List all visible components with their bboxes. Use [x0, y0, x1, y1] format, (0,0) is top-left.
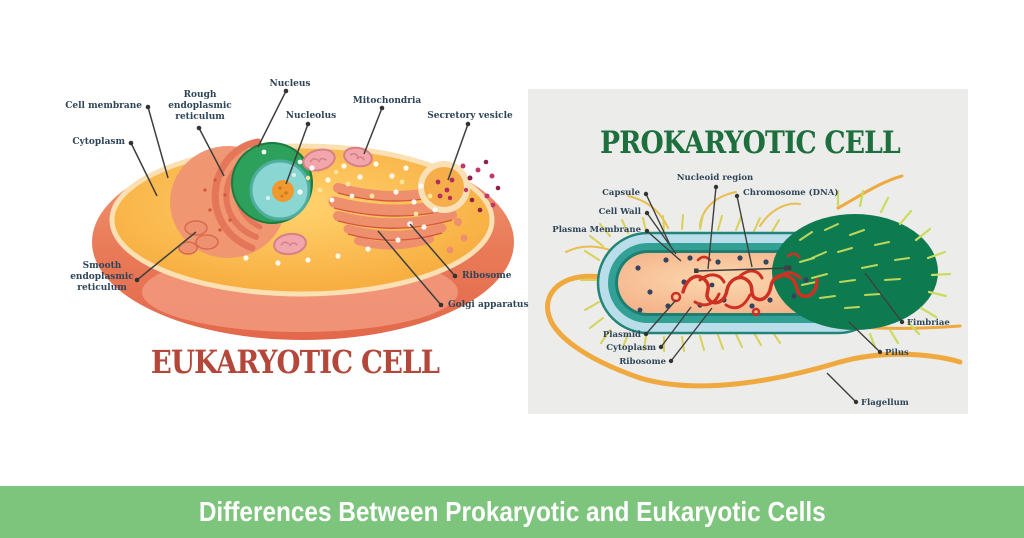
smooth-er-organelle: [178, 220, 219, 255]
fimbria-filament: [836, 174, 904, 210]
label-nucleus: Nucleus: [269, 79, 311, 89]
label-cell-membrane: Cell membrane: [65, 101, 142, 111]
secretory-vesicle-organelle: [418, 161, 470, 213]
label-fimbriae: Fimbriae: [907, 318, 950, 328]
label-plasma-membrane: Plasma Membrane: [552, 225, 641, 235]
prokaryotic-title: PROKARYOTIC CELL: [600, 125, 901, 161]
nucleolus-organelle: [272, 180, 294, 202]
label-mitochondria: Mitochondria: [352, 96, 422, 106]
nucleoid-bracket: [694, 265, 792, 273]
label-ribosome-pro: Ribosome: [619, 357, 666, 367]
eukaryotic-title: EUKARYOTIC CELL: [150, 343, 440, 381]
caption-banner: Differences Between Prokaryotic and Euka…: [0, 486, 1024, 538]
mitochondrion: [273, 232, 307, 256]
label-ribosome: Ribosome: [462, 271, 512, 281]
eukaryotic-leader-lines: [128, 88, 471, 308]
label-flagellum: Flagellum: [861, 398, 909, 408]
label-cytoplasm: Cytoplasm: [72, 137, 125, 147]
mitochondrion: [302, 148, 336, 172]
prokaryotic-cell-drawing: [545, 174, 963, 405]
flagellum-filament: [545, 273, 963, 389]
label-capsule: Capsule: [602, 188, 640, 198]
label-cytoplasm-pro: Cytoplasm: [606, 343, 656, 353]
label-pilus: Pilus: [885, 348, 909, 358]
label-smooth-er: Smooth endoplasmic reticulum: [70, 261, 134, 293]
nucleus-organelle: [231, 142, 313, 224]
label-secretory-vesicle: Secretory vesicle: [427, 111, 513, 121]
prokaryotic-leader-lines: [643, 184, 905, 405]
label-nucleolus: Nucleolus: [285, 111, 337, 121]
label-chromosome-dna: Chromosome (DNA): [743, 188, 839, 198]
capsule-spikes: [580, 214, 781, 352]
label-cell-wall: Cell Wall: [598, 207, 641, 217]
bacterium-head: [772, 189, 952, 349]
label-rough-er: Rough endoplasmic reticulum: [168, 90, 232, 122]
secreted-particles: [460, 159, 501, 213]
head-spikes: [836, 189, 952, 349]
chromosome-dna-squiggle: [681, 269, 819, 310]
label-golgi-apparatus: Golgi apparatus: [448, 300, 529, 310]
label-nucleoid-region: Nucleoid region: [676, 173, 754, 183]
label-plasmid: Plasmid: [602, 330, 641, 340]
eukaryotic-cell-drawing: [92, 88, 514, 340]
ribosome-dots: [243, 149, 438, 266]
caption-text: Differences Between Prokaryotic and Euka…: [198, 496, 826, 527]
